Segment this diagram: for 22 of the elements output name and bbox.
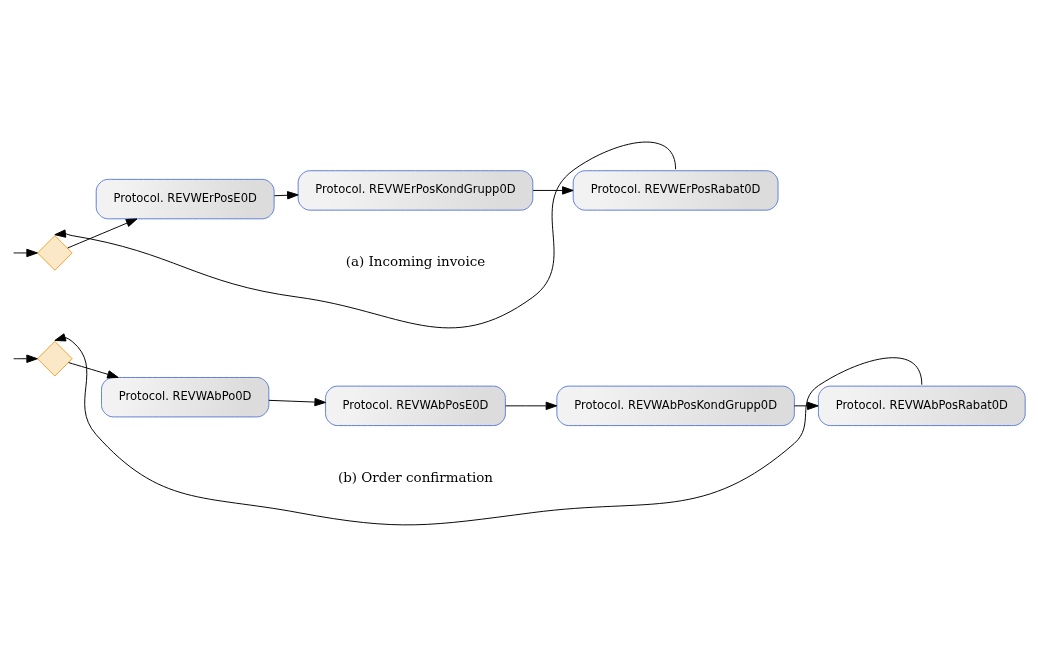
arrow	[13, 248, 38, 257]
node-box: Protocol. REVWAbPosKondGrupp0D	[556, 385, 795, 426]
label: (a) Incoming invoice	[345, 253, 486, 269]
arrow	[793, 401, 819, 410]
arrow	[505, 401, 558, 410]
arrow	[13, 354, 38, 363]
label: (b) Order confirmation	[337, 469, 494, 485]
node-box: Protocol. REVWAbPo0D	[101, 376, 270, 417]
node-box: Protocol. REVWErPosRabat0D	[572, 169, 779, 211]
arrow	[67, 217, 138, 248]
arrow	[54, 332, 923, 525]
arrow	[68, 361, 119, 378]
node-diamond	[37, 340, 73, 377]
node-diamond	[37, 234, 73, 271]
node-box: Protocol. REVWAbPosE0D	[325, 385, 506, 426]
arrow	[54, 141, 677, 328]
node-box: Protocol. REVWErPosKondGrupp0D	[297, 169, 534, 211]
arrow	[532, 185, 574, 195]
arrow	[268, 397, 326, 406]
node-box: Protocol. REVWAbPosRabat0D	[817, 385, 1026, 426]
node-box: Protocol. REVWErPosE0D	[95, 178, 275, 219]
arrow	[273, 190, 299, 199]
